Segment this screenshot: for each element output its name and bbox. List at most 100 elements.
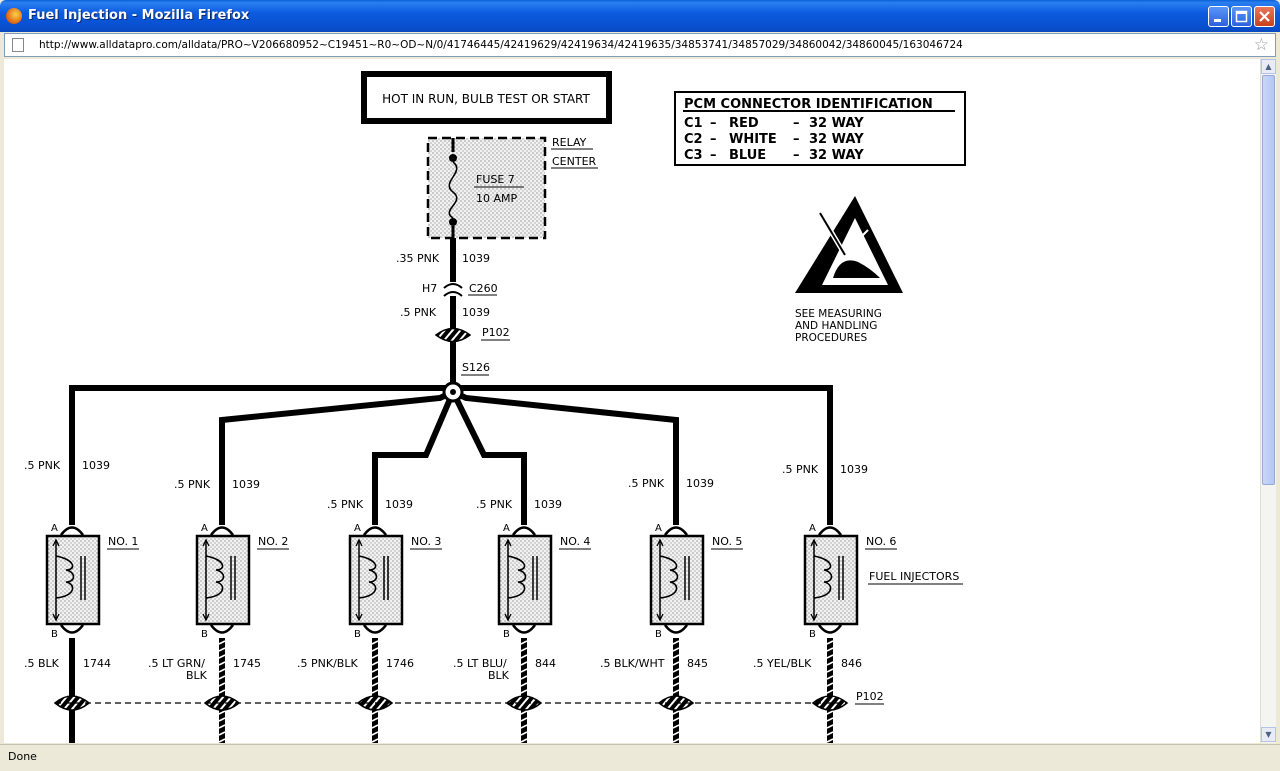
- injector-3-feed-wire: [372, 390, 456, 525]
- injector-return-size: .5 LT BLU/: [453, 657, 507, 670]
- injector-pin-a: [59, 526, 85, 536]
- title-bar[interactable]: Fuel Injection - Mozilla Firefox: [0, 0, 1280, 32]
- pcm-row-color: RED: [729, 116, 759, 131]
- injector-feed-size: .5 PNK: [476, 498, 513, 511]
- pin-b-label: B: [503, 629, 510, 640]
- injector-number-label: NO. 6: [866, 535, 896, 548]
- p102-top-label: P102: [482, 326, 510, 339]
- status-bar: Done: [0, 744, 1280, 771]
- maximize-button[interactable]: [1231, 6, 1252, 27]
- injector-return-size: .5 BLK: [24, 657, 60, 670]
- scroll-thumb[interactable]: [1262, 75, 1275, 485]
- pin-a-label: A: [503, 523, 510, 534]
- connector-c260-label: C260: [469, 282, 498, 295]
- address-bar[interactable]: http://www.alldatapro.com/alldata/PRO~V2…: [4, 33, 1276, 57]
- injector-pin-b: [663, 624, 689, 634]
- injector-number-label: NO. 5: [712, 535, 742, 548]
- scroll-up-button[interactable]: ▲: [1261, 59, 1276, 74]
- svg-text:–: –: [793, 132, 800, 147]
- injector-pin-a: [817, 526, 843, 536]
- left-right-distribution-wire: [69, 385, 833, 525]
- vertical-scrollbar[interactable]: ▲ ▼: [1260, 59, 1276, 743]
- fuse-terminal-top: [449, 154, 457, 162]
- injector-return-size: .5 BLK/WHT: [600, 657, 665, 670]
- injector-coil: [55, 555, 75, 599]
- esd-note-3: PROCEDURES: [795, 332, 868, 344]
- minimize-button[interactable]: [1208, 6, 1229, 27]
- esd-warning-icon: [795, 196, 903, 293]
- power-source-label: HOT IN RUN, BULB TEST OR START: [382, 92, 590, 106]
- wire-mid-circuit: 1039: [462, 306, 490, 319]
- injector-return-circuit: 1746: [386, 657, 414, 670]
- scroll-down-button[interactable]: ▼: [1261, 727, 1276, 742]
- pin-a-label: A: [201, 523, 208, 534]
- injector-number-label: NO. 1: [108, 535, 138, 548]
- injector-pin-b: [817, 624, 843, 634]
- svg-text:–: –: [793, 148, 800, 163]
- injector-feed-size: .5 PNK: [24, 459, 61, 472]
- pcm-row-color: WHITE: [729, 132, 777, 147]
- bookmark-star-icon[interactable]: ☆: [1253, 35, 1269, 55]
- injector-return-circuit: 1744: [83, 657, 111, 670]
- pin-b-label: B: [354, 629, 361, 640]
- svg-text:–: –: [793, 116, 800, 131]
- injector-feed-size: .5 PNK: [174, 478, 211, 491]
- fuse-terminal-bottom: [449, 218, 457, 226]
- injector-pin-b: [59, 624, 85, 634]
- c260-connector-bottom: [443, 291, 463, 297]
- injector-feed-circuit: 1039: [232, 478, 260, 491]
- status-text: Done: [8, 750, 37, 763]
- close-button[interactable]: [1254, 6, 1275, 27]
- fuel-injectors-label: FUEL INJECTORS: [869, 570, 959, 583]
- injector-number-label: NO. 4: [560, 535, 590, 548]
- injector-feed-size: .5 PNK: [782, 463, 819, 476]
- relay-center-box: [426, 136, 547, 240]
- injector-pin-a: [511, 526, 537, 536]
- relay-center-label-2: CENTER: [552, 155, 597, 168]
- injector-return-size: .5 YEL/BLK: [753, 657, 812, 670]
- fuse-rating: 10 AMP: [476, 192, 518, 205]
- injector-feed-circuit: 1039: [840, 463, 868, 476]
- wire-top-size: .35 PNK: [396, 252, 440, 265]
- injector-pin-b: [362, 624, 388, 634]
- esd-note-2: AND HANDLING: [795, 320, 877, 332]
- injector-return-circuit: 846: [841, 657, 862, 670]
- injector-pin-a: [209, 526, 235, 536]
- pin-b-label: B: [201, 629, 208, 640]
- page-content: HOT IN RUN, BULB TEST OR START FUSE 7 10…: [4, 59, 1260, 743]
- p102-top-connector: [434, 327, 472, 343]
- injector-return-size: .5 PNK/BLK: [297, 657, 358, 670]
- pin-b-label: B: [809, 629, 816, 640]
- injector-pin-b: [511, 624, 537, 634]
- svg-text:–: –: [710, 148, 717, 163]
- splice-label: S126: [462, 361, 490, 374]
- power-source-box: [361, 71, 612, 124]
- pcm-row-ways: 32 WAY: [809, 132, 864, 147]
- wire-mid-size: .5 PNK: [400, 306, 437, 319]
- svg-text:–: –: [710, 132, 717, 147]
- injector-number-label: NO. 3: [411, 535, 441, 548]
- pcm-row-ways: 32 WAY: [809, 116, 864, 131]
- pin-a-label: A: [51, 523, 58, 534]
- pin-b-label: B: [655, 629, 662, 640]
- svg-text:–: –: [710, 116, 717, 131]
- injector-feed-size: .5 PNK: [327, 498, 364, 511]
- url-text[interactable]: http://www.alldatapro.com/alldata/PRO~V2…: [39, 39, 963, 51]
- fuse-7-symbol: [448, 161, 458, 219]
- injector-feed-circuit: 1039: [534, 498, 562, 511]
- injector-return-circuit: 845: [687, 657, 708, 670]
- firefox-icon: [6, 8, 22, 24]
- pcm-row-id: C3: [684, 148, 703, 163]
- pcm-row-ways: 32 WAY: [809, 148, 864, 163]
- injector-return-size: BLK: [186, 669, 208, 682]
- injector-coil: [507, 555, 527, 599]
- wire-top-circuit: 1039: [462, 252, 490, 265]
